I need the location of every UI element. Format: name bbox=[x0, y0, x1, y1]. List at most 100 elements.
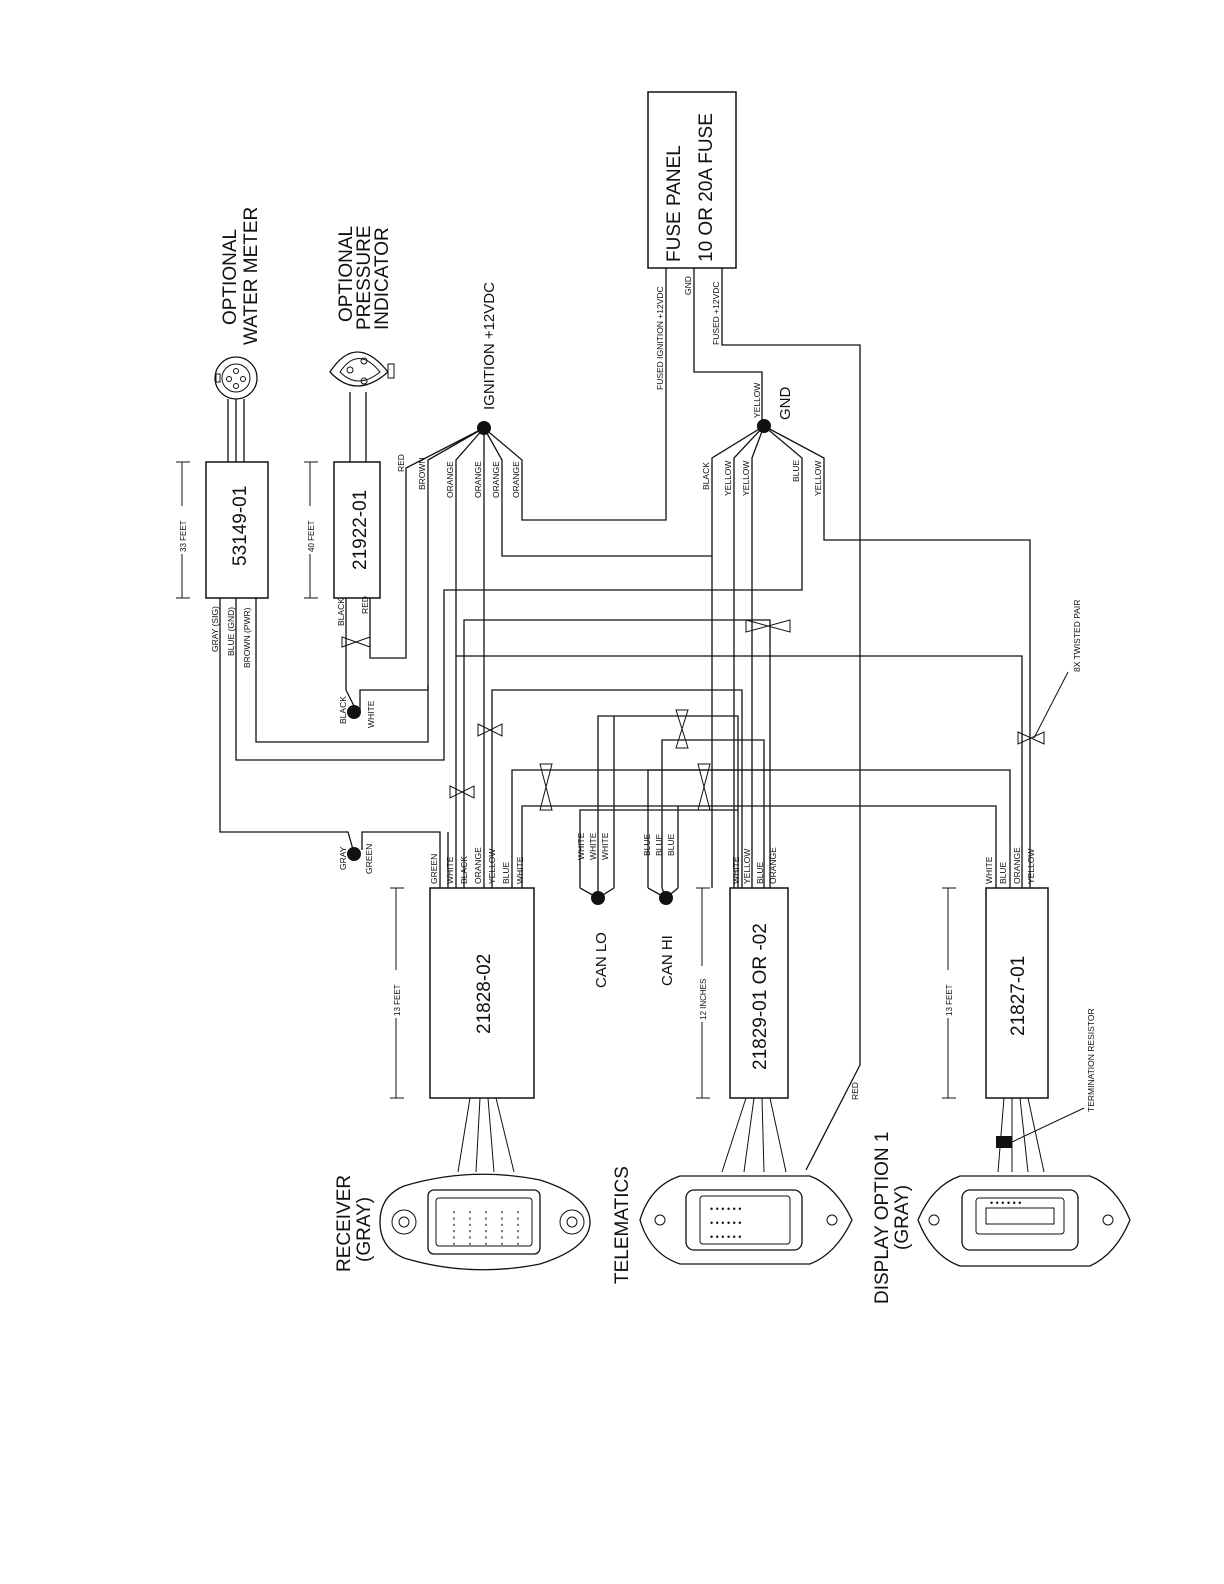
wire-label: ORANGE bbox=[473, 847, 483, 884]
wire-label: BLUE bbox=[666, 833, 676, 856]
wire-label: ORANGE bbox=[491, 461, 501, 498]
pressure-label-1: OPTIONAL bbox=[336, 226, 357, 322]
display-label-sub: (GRAY) bbox=[892, 1185, 913, 1250]
receiver-yellow-bus bbox=[491, 689, 743, 888]
length-dimension: 12 INCHES bbox=[699, 979, 708, 1020]
gnd-label: GND bbox=[777, 387, 794, 421]
fuse-panel-title: FUSE PANEL bbox=[664, 145, 685, 262]
wire-label: YELLOW bbox=[752, 383, 762, 418]
splice-node bbox=[347, 705, 361, 719]
wire-label: FUSED +12VDC bbox=[711, 281, 721, 345]
wire-label: BLUE (GND) bbox=[226, 607, 236, 656]
telematics-harness: 21829-01 OR -02 bbox=[729, 887, 789, 1099]
wire-label: BROWN bbox=[417, 457, 427, 490]
wire-label: YELLOW bbox=[487, 849, 497, 884]
water-meter-cable: 53149-01 bbox=[205, 461, 269, 599]
pressure-label-3: INDICATOR bbox=[372, 227, 393, 330]
receiver-white-bus bbox=[521, 805, 997, 888]
gnd-yellow-2 bbox=[751, 425, 765, 888]
wire-label: YELLOW bbox=[813, 461, 823, 496]
wire-label: BLUE bbox=[755, 861, 765, 884]
wire-label: BLACK bbox=[338, 696, 348, 724]
display-orange-bus bbox=[456, 655, 1023, 888]
can-hi-label: CAN HI bbox=[659, 935, 676, 986]
wire-label: ORANGE bbox=[768, 847, 778, 884]
receiver-label: RECEIVER bbox=[334, 1175, 355, 1272]
can-hi-leg bbox=[647, 769, 770, 888]
gray-sig-wire bbox=[219, 598, 355, 854]
termination-resistor bbox=[996, 1136, 1012, 1148]
wire-label: WHITE bbox=[984, 856, 994, 884]
water-meter-label-1: OPTIONAL bbox=[220, 229, 241, 325]
receiver-green-wire bbox=[361, 831, 441, 888]
wire-label: BLACK bbox=[336, 598, 346, 626]
water-meter: OPTIONAL WATER METER bbox=[214, 207, 262, 400]
wire-label: WHITE bbox=[515, 856, 525, 884]
wire-label: ORANGE bbox=[511, 461, 521, 498]
can-lo-white-bus bbox=[597, 715, 739, 888]
twist-marker bbox=[1017, 731, 1045, 745]
wire-label: WHITE bbox=[445, 856, 455, 884]
wire-label: RED bbox=[396, 454, 406, 472]
receiver-harness: 21828-02 bbox=[429, 887, 535, 1099]
termination-note: TERMINATION RESISTOR bbox=[1086, 1008, 1096, 1112]
display-harness: 21827-01 bbox=[985, 887, 1049, 1099]
gnd-yellow-1 bbox=[733, 425, 765, 888]
receiver-connector: ∘ ∘ ∘ ∘ ∘ ∘ ∘ ∘ ∘ ∘ ∘ ∘ ∘ ∘ ∘ ∘ ∘ ∘ ∘ ∘ … bbox=[379, 1173, 591, 1271]
can-hi-blue-bus bbox=[661, 739, 765, 888]
fused-12v-wire bbox=[721, 268, 861, 1171]
twist-marker bbox=[675, 709, 689, 749]
cable-part-number: 21922-01 bbox=[350, 490, 371, 570]
wire-label: RED bbox=[360, 596, 370, 614]
telematics-connector: • • • • • • • • • • • • • • • • • • bbox=[639, 1175, 853, 1265]
twist-marker bbox=[539, 763, 553, 811]
pressure-cable: 21922-01 bbox=[333, 461, 381, 599]
wire-label: BLACK bbox=[701, 462, 711, 490]
cable-part-number: 53149-01 bbox=[230, 486, 251, 566]
wire-label: YELLOW bbox=[1026, 849, 1036, 884]
wire-label: ORANGE bbox=[473, 461, 483, 498]
can-lo-label: CAN LO bbox=[593, 932, 610, 988]
fuse-panel-rating: 10 OR 20A FUSE bbox=[696, 113, 717, 262]
splice-white-wire bbox=[359, 680, 429, 710]
can-hi-node bbox=[659, 891, 673, 905]
wire-label: GREEN bbox=[364, 844, 374, 874]
length-dimension: 40 FEET bbox=[307, 520, 316, 552]
harness-part-number: 21827-01 bbox=[1008, 956, 1029, 1036]
splice-node bbox=[347, 847, 361, 861]
wire-label: GRAY (SIG) bbox=[210, 606, 220, 652]
gnd-blue-wire bbox=[443, 425, 803, 690]
twist-marker bbox=[341, 636, 371, 648]
ignition-orange-4 bbox=[483, 427, 523, 470]
wire-label: FUSED IGNITION +12VDC bbox=[655, 286, 665, 390]
telematics-label: TELEMATICS bbox=[612, 1166, 633, 1284]
display-label: DISPLAY OPTION 1 bbox=[872, 1132, 893, 1304]
wire-label: ORANGE bbox=[1012, 847, 1022, 884]
wire-label: BROWN (PWR) bbox=[242, 607, 252, 668]
svg-text:• • • • • •: • • • • • • bbox=[710, 1232, 741, 1242]
wire-label: ORANGE bbox=[445, 461, 455, 498]
wire-label: WHITE bbox=[600, 832, 610, 860]
pressure-indicator: OPTIONAL PRESSURE INDICATOR bbox=[329, 225, 395, 387]
length-dimension: 13 FEET bbox=[945, 984, 954, 1016]
gnd-wire bbox=[693, 268, 763, 426]
twisted-pair-note: 8X TWISTED PAIR bbox=[1072, 600, 1082, 672]
svg-text:∘ ∘ ∘ ∘ ∘ ∘: ∘ ∘ ∘ ∘ ∘ ∘ bbox=[467, 1210, 474, 1246]
wire-label: GND bbox=[683, 276, 693, 295]
fuse-panel: FUSE PANEL 10 OR 20A FUSE bbox=[647, 91, 737, 269]
pressure-red-wire bbox=[369, 427, 485, 659]
twist-marker bbox=[477, 723, 503, 737]
wire-label: YELLOW bbox=[742, 849, 752, 884]
pressure-label-2: PRESSURE bbox=[354, 225, 375, 330]
pressure-black-wire bbox=[345, 598, 355, 707]
ignition-orange-3 bbox=[483, 427, 713, 888]
ignition-brown-wire bbox=[427, 427, 485, 680]
svg-text:• • • • • •: • • • • • • bbox=[990, 1198, 1021, 1208]
wire-label: WHITE bbox=[576, 832, 586, 860]
water-meter-label-2: WATER METER bbox=[241, 207, 262, 345]
svg-text:∘ ∘ ∘ ∘ ∘ ∘: ∘ ∘ ∘ ∘ ∘ ∘ bbox=[451, 1210, 458, 1246]
wire-label: WHITE bbox=[366, 700, 376, 728]
gnd-yellow-3 bbox=[763, 425, 1031, 888]
wire-label: BLUE bbox=[791, 459, 801, 482]
